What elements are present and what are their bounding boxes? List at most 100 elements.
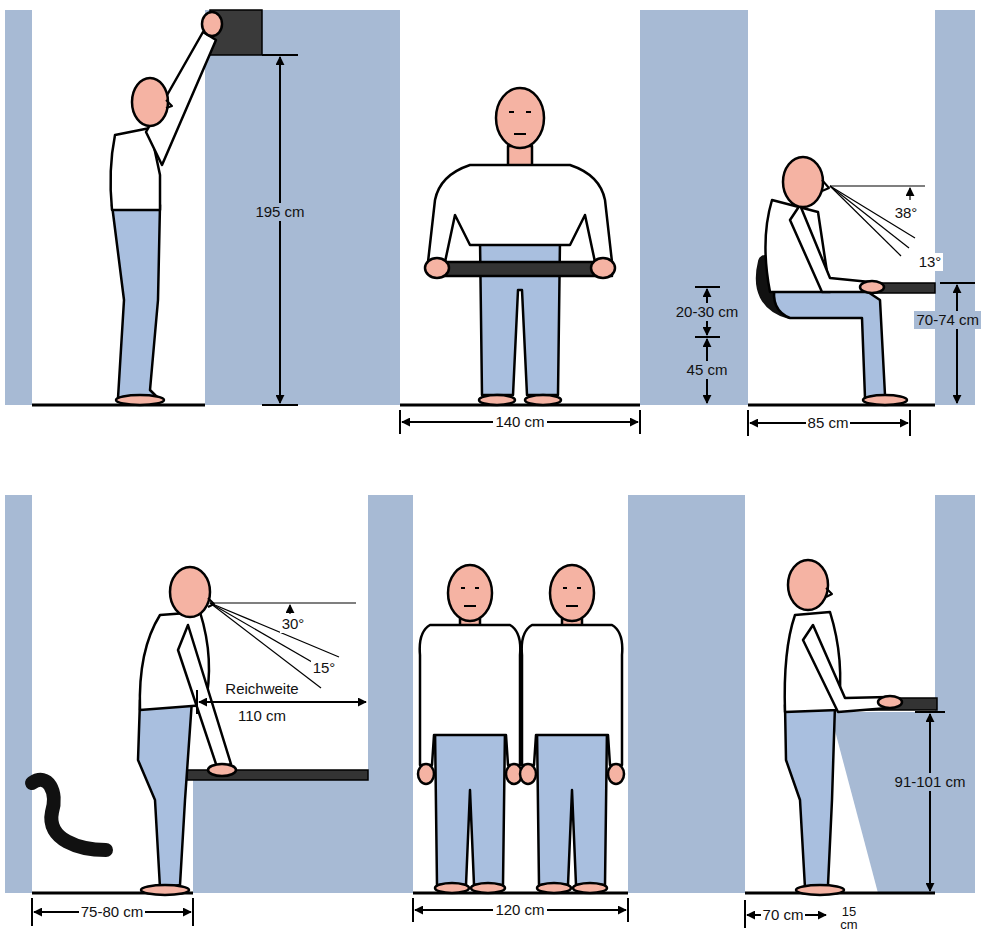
sight-lines xyxy=(210,603,339,657)
dimension-line xyxy=(909,410,911,436)
person-carrying-tray xyxy=(425,258,449,278)
person-seated xyxy=(774,285,885,398)
person-standing-front xyxy=(418,565,624,893)
person-seated xyxy=(783,157,823,207)
angle-label: 13° xyxy=(917,253,944,270)
sight-lines xyxy=(909,188,910,200)
dimension-line xyxy=(412,898,414,922)
person-standing-counter xyxy=(803,625,888,712)
floor-line xyxy=(32,405,935,893)
person-standing-front xyxy=(418,565,522,893)
dimension-line xyxy=(929,714,931,891)
person-standing-counter xyxy=(796,885,844,895)
sight-lines xyxy=(289,605,290,614)
dimension-line xyxy=(262,404,298,406)
person-carrying-tray xyxy=(440,262,612,276)
person-carrying-tray xyxy=(591,258,615,278)
person-seated xyxy=(860,281,884,293)
person-seated xyxy=(863,395,907,405)
dimension-line xyxy=(279,57,281,403)
person-carrying-tray xyxy=(509,112,531,134)
wall-panels xyxy=(935,10,975,405)
dimension-line xyxy=(196,690,198,714)
person-reaching xyxy=(111,12,222,405)
wall-panels xyxy=(368,495,413,893)
person-reaching xyxy=(112,205,160,398)
dimension-label: 110 cm xyxy=(236,707,288,724)
person-standing-counter xyxy=(826,588,832,597)
person-reaching xyxy=(116,395,164,405)
wall-panels xyxy=(935,495,975,893)
dimension-line xyxy=(199,701,366,703)
dimension-line xyxy=(956,285,958,403)
dimension-label: 70-74 cm xyxy=(914,311,981,328)
dimension-line xyxy=(695,336,720,338)
floor-line xyxy=(32,404,205,407)
dimension-label: 20-30 cm xyxy=(674,303,741,320)
dimension-label: 75-80 cm xyxy=(79,903,146,920)
wall-panels xyxy=(830,712,935,893)
wall-panels xyxy=(193,780,368,893)
person-reaching xyxy=(132,78,168,126)
dimension-line xyxy=(627,898,629,922)
dimension-label: 140 cm xyxy=(493,413,546,430)
person-carrying-tray xyxy=(525,395,561,405)
person-leaning xyxy=(138,700,192,888)
angle-label: 30° xyxy=(280,615,307,632)
person-standing-counter xyxy=(785,705,835,888)
person-leaning xyxy=(170,567,210,617)
person-leaning xyxy=(208,764,236,776)
angle-label: 38° xyxy=(893,204,920,221)
person-leaning xyxy=(138,567,236,895)
person-carrying-tray xyxy=(496,88,544,148)
person-seated xyxy=(790,205,870,292)
dimension-label: 15 cm xyxy=(836,905,862,931)
person-standing-front xyxy=(520,565,624,893)
reach-label: Reichweite xyxy=(223,680,300,697)
angle-label: 15° xyxy=(311,659,338,676)
chair xyxy=(32,780,106,850)
person-reaching xyxy=(166,100,172,108)
floor-line xyxy=(400,404,640,407)
dimension-line xyxy=(192,898,194,926)
person-standing-counter xyxy=(788,560,828,610)
person-reaching xyxy=(202,12,222,36)
wall-panels xyxy=(640,10,748,405)
dimension-line xyxy=(639,410,641,434)
wall-panels xyxy=(5,495,32,893)
sight-lines xyxy=(830,186,901,256)
dimension-line xyxy=(31,898,33,926)
wall-panels xyxy=(5,10,32,405)
dimension-line xyxy=(695,286,720,288)
dimension-label: 91-101 cm xyxy=(893,773,968,790)
person-carrying-tray xyxy=(425,88,615,405)
dimension-line xyxy=(262,54,298,56)
wall-panels xyxy=(5,10,975,893)
wall-panels xyxy=(628,495,745,893)
dimension-line xyxy=(915,711,945,713)
dimension-label: 195 cm xyxy=(253,203,306,220)
dimension-label: 85 cm xyxy=(806,414,851,431)
person-seated xyxy=(822,180,829,191)
floor-line xyxy=(748,404,935,407)
person-standing-counter xyxy=(785,560,902,895)
sight-lines xyxy=(210,603,321,688)
dimension-label: 45 cm xyxy=(685,361,730,378)
sight-lines xyxy=(830,185,925,186)
person-leaning xyxy=(141,885,189,895)
dimension-line xyxy=(744,900,746,928)
wall-panels xyxy=(205,10,400,405)
dimension-line xyxy=(399,410,401,434)
person-standing-counter xyxy=(878,696,902,708)
person-carrying-tray xyxy=(479,395,515,405)
dimension-label: 70 cm xyxy=(761,906,806,923)
sight-lines xyxy=(210,602,356,603)
dimension-line xyxy=(32,55,975,928)
person-carrying-tray xyxy=(428,165,612,262)
dimension-line xyxy=(940,282,975,284)
dimension-label: 120 cm xyxy=(493,901,546,918)
person-seated xyxy=(765,157,907,405)
dimension-line xyxy=(747,410,749,436)
